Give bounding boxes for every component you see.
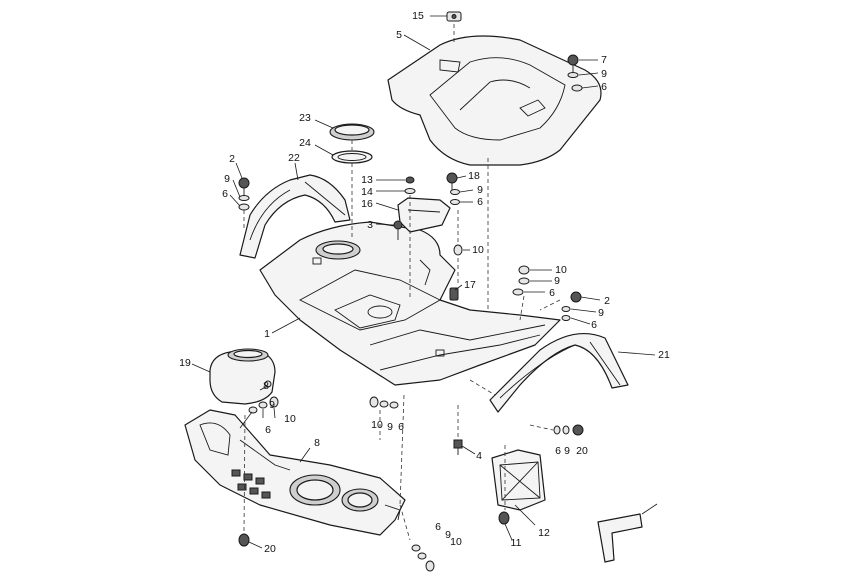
callout-3: 3 xyxy=(367,219,373,231)
callout-labels: 15 5 7 9 6 23 24 2 22 9 6 13 14 16 3 18 … xyxy=(179,10,670,555)
callout-22: 22 xyxy=(288,152,300,164)
callout-9-right-low: 9 xyxy=(564,445,570,457)
callout-6-center-low: 6 xyxy=(398,421,404,433)
part-19-tank xyxy=(209,348,276,405)
callout-17: 17 xyxy=(464,279,476,291)
part-21-right-fender-flare xyxy=(489,332,629,413)
callout-12: 12 xyxy=(538,527,550,539)
callout-8-tank: 8 xyxy=(263,380,269,392)
callout-9-center: 9 xyxy=(477,184,483,196)
assembly-lines xyxy=(243,24,561,541)
part-12-box xyxy=(491,449,546,511)
callout-1: 1 xyxy=(264,328,270,340)
callout-9-upper-right: 9 xyxy=(601,68,607,80)
callout-6-center: 6 xyxy=(477,196,483,208)
callout-10-tank: 10 xyxy=(284,413,296,425)
callout-2-right: 2 xyxy=(604,295,610,307)
part-24-gasket xyxy=(331,150,373,164)
callout-9-bottom: 9 xyxy=(445,529,451,541)
part-22-left-fender-flare xyxy=(239,174,351,259)
callout-9-left: 9 xyxy=(224,173,230,185)
callout-6-upper-right: 6 xyxy=(601,81,607,93)
callout-18: 18 xyxy=(468,170,480,182)
callout-5: 5 xyxy=(396,29,402,41)
part-15-clip xyxy=(446,11,462,22)
callout-20-right: 20 xyxy=(576,445,588,457)
callout-15: 15 xyxy=(412,10,424,22)
callout-6-tank: 6 xyxy=(265,424,271,436)
callout-6-right-low: 6 xyxy=(555,445,561,457)
callout-6-right: 6 xyxy=(549,287,555,299)
callout-6-right-lower: 6 xyxy=(591,319,597,331)
callout-10-right: 10 xyxy=(555,264,567,276)
callout-13: 13 xyxy=(361,174,373,186)
callout-10-center-low: 10 xyxy=(371,419,383,431)
callout-21: 21 xyxy=(658,349,670,361)
callout-24: 24 xyxy=(299,137,311,149)
callout-9-center-low: 9 xyxy=(387,421,393,433)
callout-14: 14 xyxy=(361,186,373,198)
callout-4: 4 xyxy=(476,450,482,462)
part-23-gauge-ring xyxy=(329,123,375,141)
part-5-rear-cover xyxy=(387,35,602,166)
loose-bracket xyxy=(597,513,643,563)
callout-6-bottom: 6 xyxy=(435,521,441,533)
callout-19: 19 xyxy=(179,357,191,369)
callout-11: 11 xyxy=(511,537,522,549)
hardware xyxy=(238,54,584,572)
callout-23: 23 xyxy=(299,112,311,124)
callout-16: 16 xyxy=(361,198,373,210)
part-1-front-deck xyxy=(259,221,561,386)
callout-10-center: 10 xyxy=(472,244,484,256)
part-8-dash-panel xyxy=(184,409,406,536)
callout-9-right-lower: 9 xyxy=(598,307,604,319)
callout-20-bottom: 20 xyxy=(264,543,276,555)
callout-9-right: 9 xyxy=(554,275,560,287)
callout-6-left: 6 xyxy=(222,188,228,200)
callout-7: 7 xyxy=(601,54,607,66)
leader-lines xyxy=(191,15,658,549)
callout-9-tank: 9 xyxy=(269,399,275,411)
callout-8-dash: 8 xyxy=(314,437,320,449)
callout-2-left: 2 xyxy=(229,153,235,165)
callout-10-bottom: 10 xyxy=(450,536,462,548)
part-16-bracket xyxy=(397,197,451,233)
